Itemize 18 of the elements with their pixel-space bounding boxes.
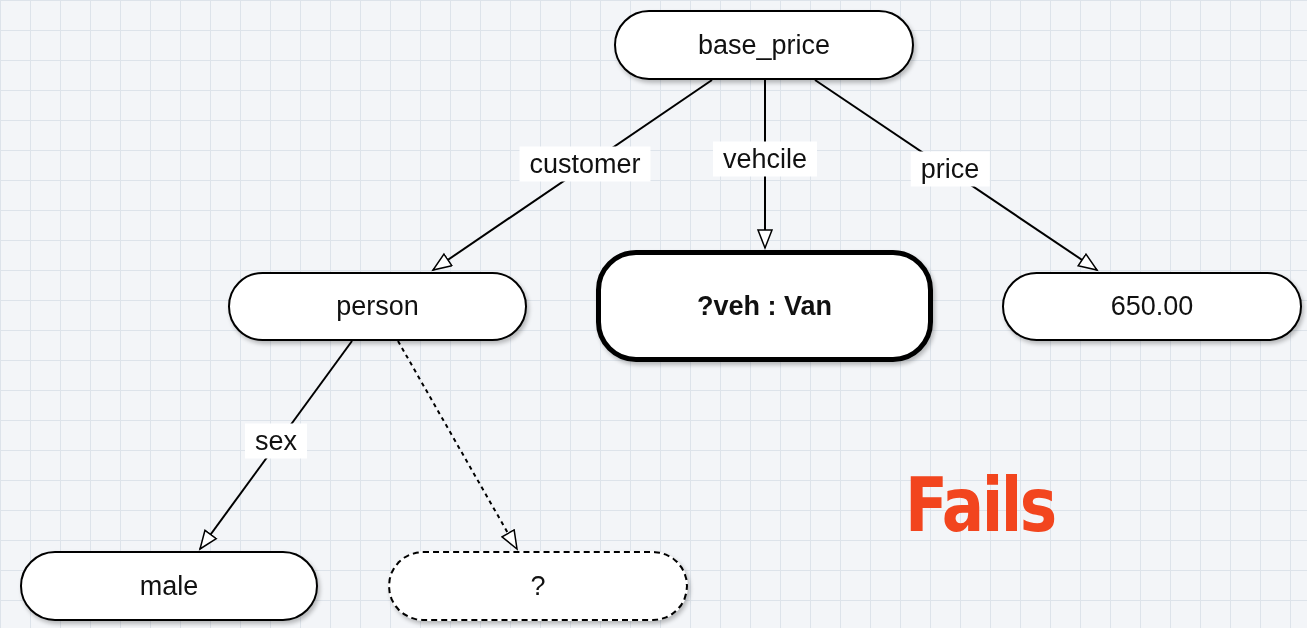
node-label: male [139,570,199,602]
rounded-node [596,250,933,362]
rounded-node [20,551,318,621]
node-label: 650.00 [1110,291,1194,322]
edge-label: price [910,151,990,187]
rounded-node [388,551,688,621]
rounded-node [228,272,527,341]
rounded-node [1002,272,1302,341]
rounded-node [614,10,914,80]
dashed-arrow [397,340,518,550]
edge-label: sex [245,423,307,459]
node-label: person [336,291,419,322]
node-label: ?veh : Van [696,290,832,322]
node-label: base_price [697,29,831,61]
edge-label: vehcile [713,141,817,177]
edge-label: customer [519,146,651,182]
status-label: Fails [905,462,1055,548]
node-label: ? [530,570,546,602]
